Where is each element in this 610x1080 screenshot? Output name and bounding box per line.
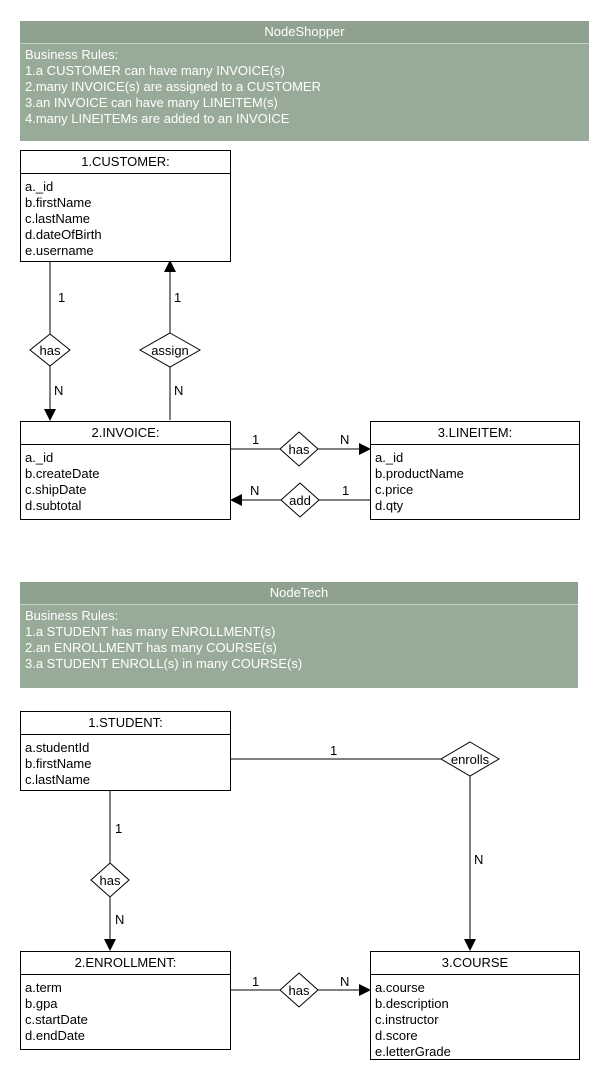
rule-item: 1.a STUDENT has many ENROLLMENT(s) bbox=[25, 624, 276, 639]
assign-diamond[interactable] bbox=[138, 332, 202, 368]
nodetech-title: NodeTech bbox=[20, 582, 578, 605]
nodeshopper-rules: Business Rules: 1.a CUSTOMER can have ma… bbox=[20, 44, 589, 130]
attribute: c.startDate bbox=[25, 1012, 88, 1027]
nodetech-rules: Business Rules: 1.a STUDENT has many ENR… bbox=[20, 605, 578, 675]
cardinality-one: 1 bbox=[58, 290, 65, 305]
entity-customer[interactable]: 1.CUSTOMER: a._id b.firstName c.lastName… bbox=[20, 150, 231, 262]
cardinality-many: N bbox=[340, 974, 349, 989]
cardinality-one: 1 bbox=[252, 432, 259, 447]
has-label-enrollment: has bbox=[289, 983, 310, 998]
rule-item: 2.an ENROLLMENT has many COURSE(s) bbox=[25, 640, 277, 655]
entity-course[interactable]: 3.COURSE a.course b.description c.instru… bbox=[370, 951, 580, 1060]
cardinality-many: N bbox=[174, 383, 183, 398]
attribute: c.shipDate bbox=[25, 482, 87, 497]
entity-lineitem[interactable]: 3.LINEITEM: a._id b.productName c.price … bbox=[370, 421, 580, 520]
entity-attributes: a._id b.productName c.price d.qty bbox=[371, 445, 579, 519]
cardinality-many: N bbox=[340, 432, 349, 447]
attribute: e.username bbox=[25, 243, 94, 258]
attribute: a.course bbox=[375, 980, 425, 995]
attribute: d.endDate bbox=[25, 1028, 85, 1043]
cardinality-one: 1 bbox=[115, 821, 122, 836]
nodeshopper-title: NodeShopper bbox=[20, 21, 589, 44]
rule-item: 2.many INVOICE(s) are assigned to a CUST… bbox=[25, 79, 321, 94]
entity-title: 1.CUSTOMER: bbox=[21, 151, 230, 174]
rules-heading: Business Rules: bbox=[25, 608, 119, 623]
attribute: c.lastName bbox=[25, 772, 91, 787]
entity-title: 2.INVOICE: bbox=[21, 422, 230, 445]
attribute: b.description bbox=[375, 996, 449, 1011]
attribute: c.instructor bbox=[375, 1012, 439, 1027]
nodeshopper-rules-panel: NodeShopper Business Rules: 1.a CUSTOMER… bbox=[20, 21, 589, 141]
entity-attributes: a.course b.description c.instructor d.sc… bbox=[371, 975, 579, 1065]
rule-item: 3.a STUDENT ENROLL(s) in many COURSE(s) bbox=[25, 656, 303, 671]
attribute: b.firstName bbox=[25, 195, 92, 210]
attribute: b.firstName bbox=[25, 756, 92, 771]
attribute: a.studentId bbox=[25, 740, 90, 755]
add-label: add bbox=[289, 493, 311, 508]
attribute: d.dateOfBirth bbox=[25, 227, 102, 242]
rules-heading: Business Rules: bbox=[25, 47, 119, 62]
entity-enrollment[interactable]: 2.ENROLLMENT: a.term b.gpa c.startDate d… bbox=[20, 951, 231, 1050]
cardinality-one: 1 bbox=[330, 743, 337, 758]
attribute: d.subtotal bbox=[25, 498, 82, 513]
attribute: b.productName bbox=[375, 466, 464, 481]
cardinality-one: 1 bbox=[252, 974, 259, 989]
cardinality-many: N bbox=[250, 483, 259, 498]
attribute: d.score bbox=[375, 1028, 418, 1043]
entity-title: 2.ENROLLMENT: bbox=[21, 952, 230, 975]
attribute: a._id bbox=[375, 450, 404, 465]
rule-item: 4.many LINEITEMs are added to an INVOICE bbox=[25, 111, 290, 126]
entity-attributes: a.studentId b.firstName c.lastName bbox=[21, 735, 230, 793]
attribute: a._id bbox=[25, 179, 54, 194]
enrolls-label: enrolls bbox=[451, 752, 490, 767]
entity-student[interactable]: 1.STUDENT: a.studentId b.firstName c.las… bbox=[20, 711, 231, 791]
has-label-student: has bbox=[100, 873, 121, 888]
nodetech-rules-panel: NodeTech Business Rules: 1.a STUDENT has… bbox=[20, 582, 578, 688]
attribute: a.term bbox=[25, 980, 62, 995]
entity-attributes: a._id b.firstName c.lastName d.dateOfBir… bbox=[21, 174, 230, 264]
attribute: c.lastName bbox=[25, 211, 91, 226]
cardinality-one: 1 bbox=[342, 483, 349, 498]
assign-label: assign bbox=[151, 343, 189, 358]
rule-item: 3.an INVOICE can have many LINEITEM(s) bbox=[25, 95, 278, 110]
entity-title: 1.STUDENT: bbox=[21, 712, 230, 735]
entity-title: 3.LINEITEM: bbox=[371, 422, 579, 445]
enrolls-diamond[interactable] bbox=[440, 741, 500, 777]
has-label-invoice: has bbox=[289, 442, 310, 457]
entity-attributes: a.term b.gpa c.startDate d.endDate bbox=[21, 975, 230, 1049]
attribute: c.price bbox=[375, 482, 414, 497]
has-diamond-invoice[interactable] bbox=[279, 431, 319, 467]
entity-attributes: a._id b.createDate c.shipDate d.subtotal bbox=[21, 445, 230, 519]
attribute: b.createDate bbox=[25, 466, 100, 481]
add-diamond[interactable] bbox=[280, 482, 320, 518]
cardinality-many: N bbox=[115, 912, 124, 927]
has-diamond-student[interactable] bbox=[90, 862, 130, 898]
cardinality-many: N bbox=[474, 852, 483, 867]
cardinality-many: N bbox=[54, 383, 63, 398]
attribute: e.letterGrade bbox=[375, 1044, 451, 1059]
cardinality-one: 1 bbox=[174, 290, 181, 305]
rule-item: 1.a CUSTOMER can have many INVOICE(s) bbox=[25, 63, 285, 78]
has-diamond-customer[interactable] bbox=[29, 333, 71, 367]
attribute: d.qty bbox=[375, 498, 404, 513]
has-diamond-enrollment[interactable] bbox=[279, 972, 319, 1008]
entity-title: 3.COURSE bbox=[371, 952, 579, 975]
attribute: b.gpa bbox=[25, 996, 58, 1011]
has-label-customer: has bbox=[40, 343, 61, 358]
attribute: a._id bbox=[25, 450, 54, 465]
entity-invoice[interactable]: 2.INVOICE: a._id b.createDate c.shipDate… bbox=[20, 421, 231, 520]
